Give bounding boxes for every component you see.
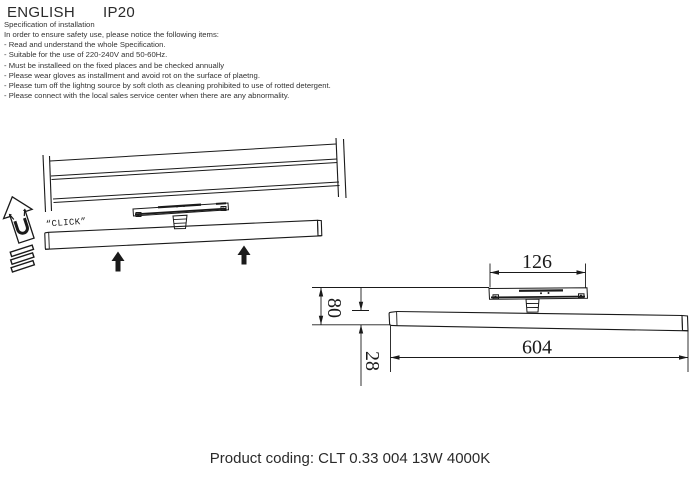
dim-height-label: 80 <box>323 298 345 318</box>
language-label: ENGLISH <box>7 4 75 21</box>
up-arrow <box>111 251 125 272</box>
click-label: “CLICK” <box>46 217 87 230</box>
specification-text-block: Specification of installation In order t… <box>4 20 331 101</box>
tube-side-view <box>388 310 689 332</box>
spec-item: - Please tum off the lightng source by s… <box>4 80 331 90</box>
page-header: ENGLISH IP20 <box>7 4 135 21</box>
mounting-bracket-drawing <box>132 202 230 230</box>
spec-item: - Please connect with the local sales se… <box>4 91 290 101</box>
up-arrow <box>237 245 251 265</box>
spec-item: - Please wear gloves as installment and … <box>4 70 260 80</box>
light-bar-drawing <box>44 219 323 250</box>
magnet-click-icon <box>2 195 36 273</box>
dimension-figure: 126 <box>312 251 689 386</box>
spec-title: Specification of installation <box>4 20 95 29</box>
dim-length-label: 604 <box>522 337 552 359</box>
product-coding: Product coding: CLT 0.33 004 13W 4000K <box>209 450 491 467</box>
diagrams-canvas: “CLICK” 126 <box>2 137 689 386</box>
spec-item: - Must be installeed on the fixed places… <box>4 60 225 70</box>
dim-diameter-label: 28 <box>361 351 383 371</box>
dim-bracket-width-label: 126 <box>522 251 552 273</box>
spec-item: - Suitable for the use of 220-240V and 5… <box>4 50 168 60</box>
bracket-side-view <box>488 287 589 313</box>
mirror-frame-drawing <box>42 137 347 213</box>
ip-rating-label: IP20 <box>103 4 136 21</box>
spec-intro: In order to ensure safety use, please no… <box>4 30 219 40</box>
spec-item: - Read and understand the whole Specific… <box>4 40 166 50</box>
